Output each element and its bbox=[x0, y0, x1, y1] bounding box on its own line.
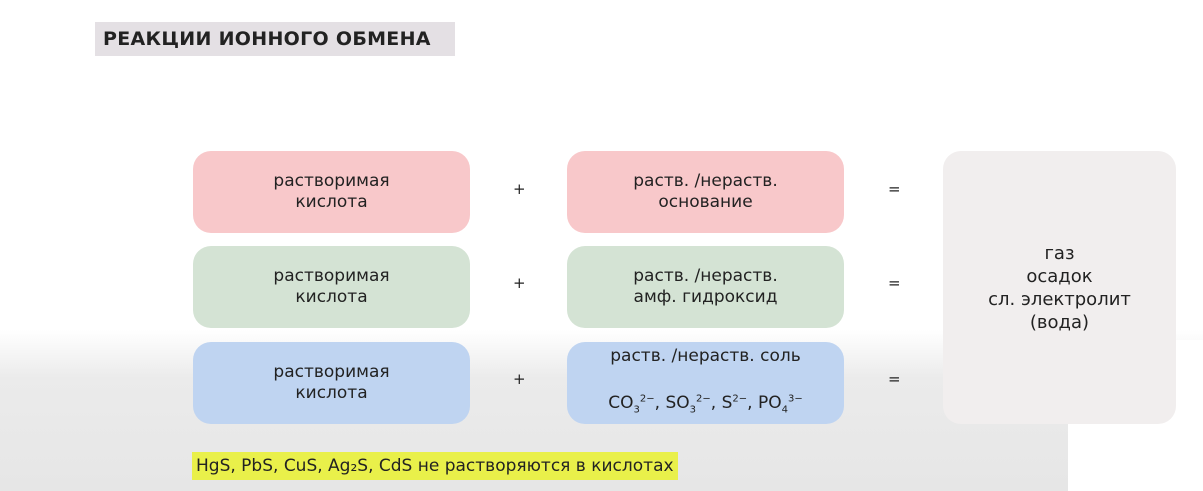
plus-sign: + bbox=[513, 370, 526, 388]
plus-sign: + bbox=[513, 274, 526, 292]
equals-sign: = bbox=[888, 180, 901, 198]
amphoteric-hydroxide-box: раств. /нераств. амф. гидроксид bbox=[567, 246, 844, 328]
result-box: газ осадок сл. электролит (вода) bbox=[943, 151, 1176, 424]
soluble-acid-box-2: растворимая кислота bbox=[193, 246, 470, 328]
ion: PO43− bbox=[757, 392, 803, 416]
plus-sign: + bbox=[513, 180, 526, 198]
ion-list: CO32−, SO32−, S2−, PO43− bbox=[608, 392, 803, 416]
soluble-acid-box-3: растворимая кислота bbox=[193, 342, 470, 424]
soluble-acid-box-1: растворимая кислота bbox=[193, 151, 470, 233]
base-box: раств. /нераств. основание bbox=[567, 151, 844, 233]
salt-label: раств. /нераств. соль bbox=[610, 345, 801, 366]
salt-box: раств. /нераств. соль CO32−, SO32−, S2−,… bbox=[567, 342, 844, 424]
ion: SO32−, bbox=[665, 392, 722, 416]
equals-sign: = bbox=[888, 370, 901, 388]
highlighted-note: HgS, PbS, CuS, Ag₂S, CdS не растворяются… bbox=[192, 452, 678, 480]
equals-sign: = bbox=[888, 274, 901, 292]
page-title: РЕАКЦИИ ИОННОГО ОБМЕНА bbox=[95, 22, 455, 56]
ion: CO32−, bbox=[608, 392, 666, 416]
ion: S2−, bbox=[721, 392, 758, 413]
